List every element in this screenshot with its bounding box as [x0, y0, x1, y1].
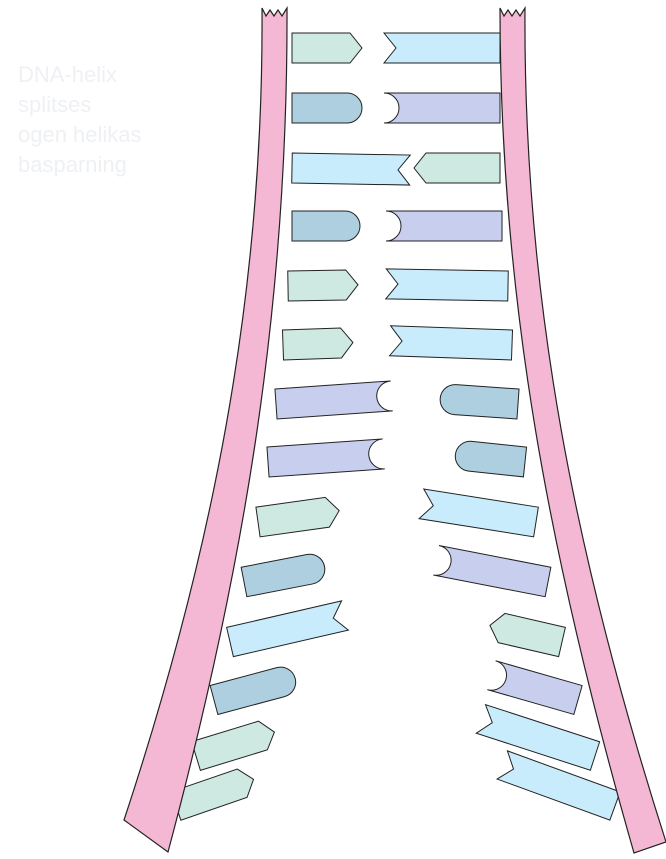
- left-base-lavender-cup: [275, 381, 393, 419]
- right-strand-bases: [384, 33, 620, 820]
- left-base-teal-arrow: [192, 718, 279, 771]
- left-base-teal-arrow: [282, 328, 353, 360]
- left-base-teal-arrow: [256, 496, 341, 537]
- right-base-sky-notch: [390, 326, 513, 360]
- left-base-teal-arrow: [288, 270, 359, 301]
- left-base-sky-notch: [227, 601, 349, 657]
- left-strand-bases: [171, 33, 410, 820]
- right-base-blue-round: [454, 440, 527, 477]
- right-base-lavender-cup: [386, 211, 502, 241]
- left-base-blue-round: [292, 93, 362, 123]
- left-base-blue-round: [241, 552, 327, 597]
- right-base-blue-round: [439, 384, 519, 419]
- left-base-blue-round: [210, 664, 299, 715]
- left-base-teal-arrow: [292, 33, 362, 63]
- right-base-sky-notch: [497, 751, 620, 820]
- right-base-lavender-cup: [487, 661, 582, 715]
- right-base-sky-notch: [476, 705, 599, 771]
- left-base-sky-notch: [292, 153, 411, 185]
- right-base-lavender-cup: [433, 546, 551, 597]
- right-base-sky-notch: [386, 269, 509, 301]
- left-base-blue-round: [292, 211, 360, 241]
- right-base-lavender-cup: [384, 93, 500, 123]
- right-base-sky-notch: [384, 33, 500, 63]
- right-base-sky-notch: [419, 489, 538, 537]
- right-base-teal-arrow: [487, 611, 566, 657]
- left-base-lavender-cup: [267, 439, 385, 477]
- right-base-teal-arrow: [414, 153, 500, 183]
